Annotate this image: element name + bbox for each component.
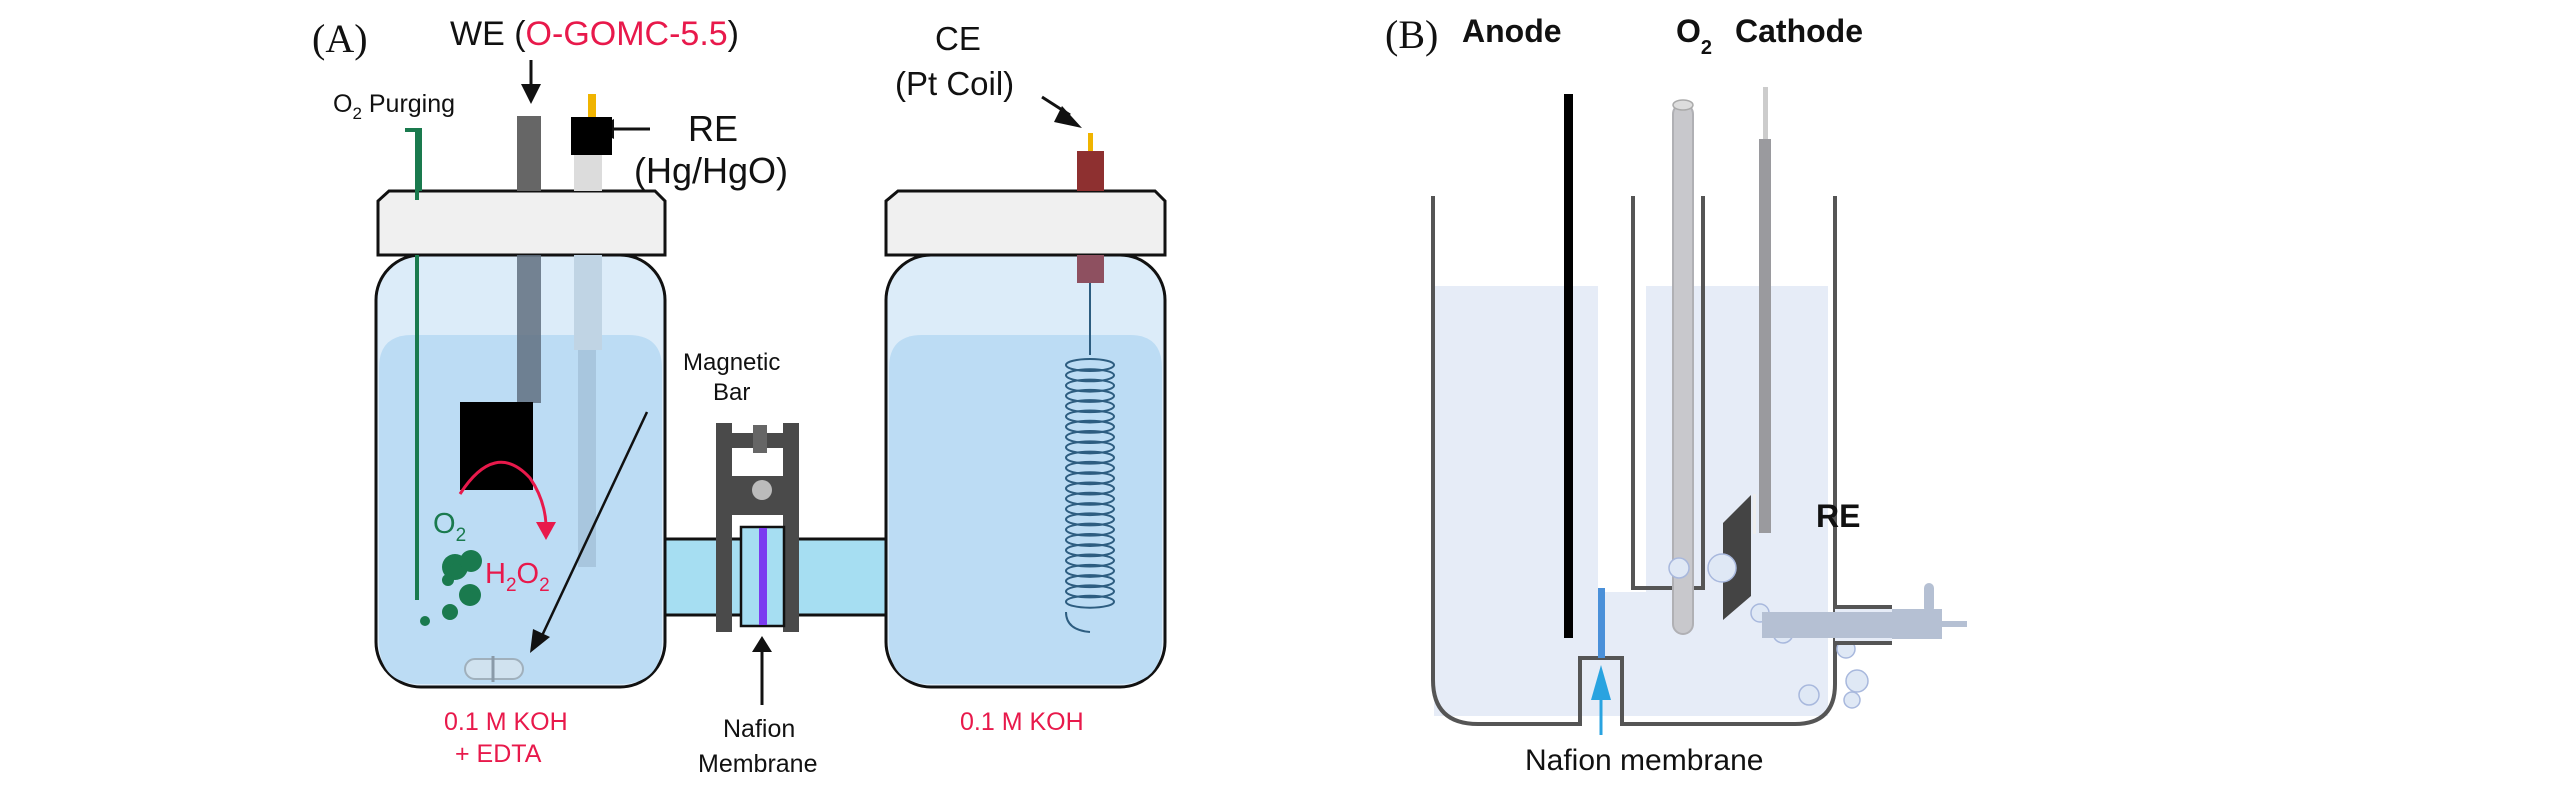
membrane-arrow-blue: [1591, 665, 1611, 735]
coil-loop: [1065, 553, 1115, 568]
ce-arrow: [1041, 95, 1082, 128]
coil-loop: [1065, 388, 1115, 403]
panel-b: (B) Anode O2 Cathode Nafion membrane: [1385, 12, 1967, 777]
o2-gas-tube: [1672, 99, 1694, 635]
we-electrode-black-square: [460, 402, 533, 490]
re-label: RE: [688, 108, 738, 149]
left-electrolyte-label-line1: 0.1 M KOH: [444, 708, 568, 736]
inner-chamber: [1598, 198, 1646, 592]
left-cell-cap: [376, 189, 667, 257]
ce-rod: [1077, 151, 1104, 191]
coil-loop: [1065, 502, 1115, 517]
coil-loop: [1065, 532, 1115, 547]
coil-loop: [1065, 481, 1115, 496]
magnetic-bar-label-line1: Magnetic: [683, 349, 780, 376]
cathode-electrode: [1723, 87, 1771, 620]
o2-label: O2: [1676, 13, 1712, 59]
coil-loop: [1065, 512, 1115, 527]
coil-loop: [1065, 368, 1115, 383]
coil-loop: [1065, 419, 1115, 434]
o2-purging-label: O2 Purging: [333, 90, 455, 123]
ce-type-label: (Pt Coil): [895, 65, 1014, 102]
coil-loop: [1065, 450, 1115, 465]
magnetic-bar-label-line2: Bar: [713, 379, 750, 406]
coil-loop: [1065, 574, 1115, 589]
coil-loop: [1065, 563, 1115, 578]
membrane-label-line2: Membrane: [698, 750, 818, 778]
anode-electrode: [1564, 94, 1573, 638]
panel-b-label: (B): [1385, 12, 1438, 57]
ce-lead: [1088, 133, 1093, 151]
panel-a: (A) WE (O-GOMC-5.5) O2 Purging RE (Hg/Hg…: [312, 15, 1167, 778]
coil-loop: [1065, 460, 1115, 475]
reaction-arrow: [458, 460, 548, 526]
coil-loop: [1065, 522, 1115, 537]
magnetic-stir-bar: [464, 656, 524, 682]
pt-coil: [1065, 358, 1115, 633]
membrane-clamp: [716, 423, 799, 632]
coil-loop: [1065, 471, 1115, 486]
coil-loop: [1065, 440, 1115, 455]
re-type-label: (Hg/HgO): [634, 150, 788, 191]
panel-a-label: (A): [312, 16, 368, 61]
we-label: WE (O-GOMC-5.5): [450, 15, 739, 53]
membrane-label-line1: Nafion: [723, 715, 795, 743]
coil-loop: [1065, 409, 1115, 424]
magnetic-bar-arrow: [530, 411, 649, 653]
re-tube: [574, 255, 602, 350]
coil-loop: [1065, 358, 1115, 372]
coil-loop: [1065, 491, 1115, 506]
we-material: O-GOMC-5.5: [526, 15, 728, 53]
right-electrolyte-label: 0.1 M KOH: [960, 708, 1084, 736]
left-electrolyte-label-line2: + EDTA: [455, 740, 542, 768]
ce-label: CE: [935, 20, 981, 57]
reference-electrode: [1762, 583, 1967, 645]
nafion-membrane: [1598, 588, 1605, 658]
coil-loop: [1065, 378, 1115, 393]
membrane-arrow: [752, 636, 772, 705]
we-arrow: [521, 60, 541, 104]
re-lead: [588, 94, 596, 117]
re-cap: [571, 117, 612, 155]
we-rod: [517, 116, 541, 191]
inner-compartment-wall: [1631, 196, 1705, 590]
re-label-b: RE: [1816, 498, 1860, 534]
coil-loop: [1065, 430, 1115, 445]
coil-tail: [1065, 611, 1091, 633]
coil-loop: [1065, 399, 1115, 414]
coil-loop: [1065, 594, 1115, 609]
coil-loop: [1065, 584, 1115, 599]
cathode-label: Cathode: [1735, 13, 1863, 49]
reaction-product-h2o2: H2O2: [485, 558, 550, 596]
reaction-reactant-o2: O2: [433, 508, 466, 546]
anode-label: Anode: [1462, 13, 1562, 49]
o2-bubbles: [420, 550, 482, 626]
nafion-membrane-strip: [759, 528, 767, 625]
right-cell-cap: [884, 189, 1167, 257]
nafion-membrane-label: Nafion membrane: [1525, 744, 1763, 777]
counter-electrode-cell: [884, 253, 1167, 689]
coil-loop: [1065, 543, 1115, 558]
